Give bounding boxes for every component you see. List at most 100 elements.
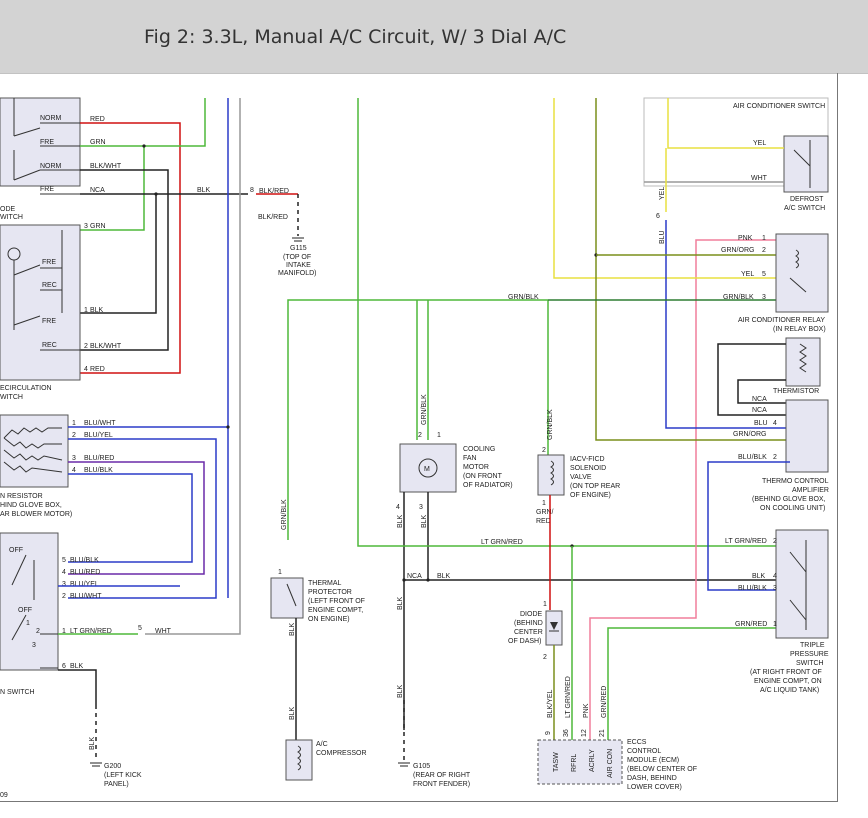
diagram-label: WITCH bbox=[0, 394, 23, 401]
diagram-label: BLU/WHT bbox=[70, 593, 102, 600]
diagram-label: GRN/ORG bbox=[733, 431, 766, 438]
diagram-label: OF DASH) bbox=[508, 638, 541, 645]
diagram-label: BLK bbox=[752, 573, 766, 580]
diagram-label: 4 bbox=[773, 573, 777, 580]
norm-label-1: NORM bbox=[40, 115, 62, 122]
diagram-label: LT GRN/RED bbox=[481, 539, 523, 546]
diagram-label: LOWER COVER) bbox=[627, 784, 682, 791]
diagram-label: ON COOLING UNIT) bbox=[760, 505, 825, 512]
diagram-label: THERMISTOR bbox=[773, 388, 819, 395]
fre-label-2: FRE bbox=[40, 186, 54, 193]
splice-dot bbox=[402, 578, 406, 582]
diagram-label: ECCS bbox=[627, 739, 647, 746]
diagram-label: AMPLIFIER bbox=[792, 487, 829, 494]
diagram-label: 2 bbox=[36, 628, 40, 635]
diagram-label: LT GRN/RED bbox=[70, 628, 112, 635]
diagram-label: VALVE bbox=[570, 474, 592, 481]
thermistor: THERMISTOR bbox=[773, 337, 821, 395]
diagram-label: 5 bbox=[138, 625, 142, 632]
diagram-label: 36 bbox=[563, 729, 570, 737]
diagram-label: DASH, BEHIND bbox=[627, 775, 677, 782]
diagram-label: RED bbox=[536, 518, 551, 525]
switch-contact bbox=[13, 264, 41, 276]
diagram-label: BLK bbox=[397, 514, 404, 528]
diagram-label: A/C SWITCH bbox=[784, 205, 825, 212]
diagram-label: CENTER bbox=[514, 629, 543, 636]
diagram-label: GRN/BLK bbox=[281, 499, 288, 530]
switch-contact bbox=[13, 127, 41, 137]
diagram-label: GRN/ bbox=[536, 509, 554, 516]
title-bar: Fig 2: 3.3L, Manual A/C Circuit, W/ 3 Di… bbox=[0, 0, 868, 74]
cooling-fan-motor: M COOLING FAN MOTOR (ON FRONT OF RADIATO… bbox=[399, 443, 513, 493]
diagram-label: TRIPLE bbox=[800, 642, 825, 649]
fre-label-1: FRE bbox=[40, 139, 54, 146]
diagram-label: 12 bbox=[581, 729, 588, 737]
recirc-rec-1: REC bbox=[42, 282, 57, 289]
diagram-label: MODULE (ECM) bbox=[627, 757, 679, 764]
diode-icon bbox=[550, 622, 558, 630]
diagram-label: 9 bbox=[545, 731, 552, 735]
diagram-label: 2 bbox=[62, 593, 66, 600]
blower-resistor: 1 BLU/WHT 2 BLU/YEL 3 BLU/RED 4 BLU/BLK … bbox=[0, 414, 116, 518]
wire bbox=[737, 379, 790, 404]
diagram-label: (LEFT FRONT OF bbox=[308, 598, 365, 605]
mode-switch: NORM FRE NORM FRE ODE WITCH bbox=[0, 97, 81, 221]
diagram-label: GRN/ORG bbox=[721, 247, 754, 254]
diagram-label: (BEHIND GLOVE BOX, bbox=[752, 496, 826, 503]
diagram-label: 3 bbox=[62, 581, 66, 588]
diagram-label: 4 bbox=[62, 569, 66, 576]
component-box bbox=[785, 399, 829, 473]
diagram-label: A/C LIQUID TANK) bbox=[760, 687, 819, 694]
diagram-label: 4 bbox=[396, 504, 400, 511]
ac-compressor: A/C COMPRESSOR bbox=[285, 739, 367, 781]
diagram-label: (ON TOP REAR bbox=[570, 483, 620, 490]
wire-label-blkwht: BLK/WHT bbox=[90, 163, 122, 170]
splice-dot bbox=[142, 144, 146, 148]
component-box bbox=[775, 529, 829, 639]
page-title: Fig 2: 3.3L, Manual A/C Circuit, W/ 3 Di… bbox=[144, 26, 567, 48]
splice-dot bbox=[226, 425, 230, 429]
wire bbox=[667, 98, 784, 149]
diagram-label: BLK/WHT bbox=[90, 343, 122, 350]
wire-label-nca: NCA bbox=[90, 187, 105, 194]
switch-contact bbox=[13, 169, 41, 181]
conn8-pin: 8 bbox=[250, 187, 254, 194]
diagram-label: BLU/BLK bbox=[84, 467, 113, 474]
diagram-label: (IN RELAY BOX) bbox=[773, 326, 826, 333]
diagram-label: BLK bbox=[397, 684, 404, 698]
diagram-label: ECIRCULATION bbox=[0, 385, 52, 392]
diagram-label: DIODE bbox=[520, 611, 543, 618]
diagram-label: PNK bbox=[738, 235, 753, 242]
diagram-label: BLU/RED bbox=[84, 455, 114, 462]
diagram-label: 2 bbox=[418, 432, 422, 439]
conn8-wire: BLK/RED bbox=[259, 188, 289, 195]
diagram-label: BLK bbox=[89, 736, 96, 750]
diagram-label: GRN/RED bbox=[601, 686, 608, 718]
norm-label-2: NORM bbox=[40, 163, 62, 170]
diagram-label: HIND GLOVE BOX, bbox=[0, 502, 62, 509]
component-box bbox=[775, 233, 829, 313]
diagram-label: GRN/RED bbox=[735, 621, 767, 628]
diagram-frame bbox=[0, 73, 838, 802]
diagram-label: N RESISTOR bbox=[0, 493, 43, 500]
diagram-label: BLK/YEL bbox=[547, 689, 554, 718]
diagram-label: GRN bbox=[90, 223, 106, 230]
diagram-label: GRN/BLK bbox=[723, 294, 754, 301]
diagram-label: OFF bbox=[18, 607, 32, 614]
diagram-label: RED bbox=[90, 366, 105, 373]
diagram-label: YEL bbox=[753, 140, 766, 147]
diagram-label: COOLING bbox=[463, 446, 495, 453]
diagram-label: 5 bbox=[762, 271, 766, 278]
wire bbox=[607, 627, 790, 740]
diagram-label: 1 bbox=[84, 307, 88, 314]
diagram-label: 1 bbox=[278, 569, 282, 576]
component-box bbox=[0, 224, 81, 381]
wire bbox=[58, 669, 97, 705]
splice-dot bbox=[426, 578, 430, 582]
g115-l1: (TOP OF bbox=[283, 254, 311, 261]
component-box bbox=[537, 454, 565, 496]
diagram-label: (LEFT KICK bbox=[104, 772, 142, 779]
diagram-label: WHT bbox=[155, 628, 172, 635]
diagram-label: 4 bbox=[84, 366, 88, 373]
